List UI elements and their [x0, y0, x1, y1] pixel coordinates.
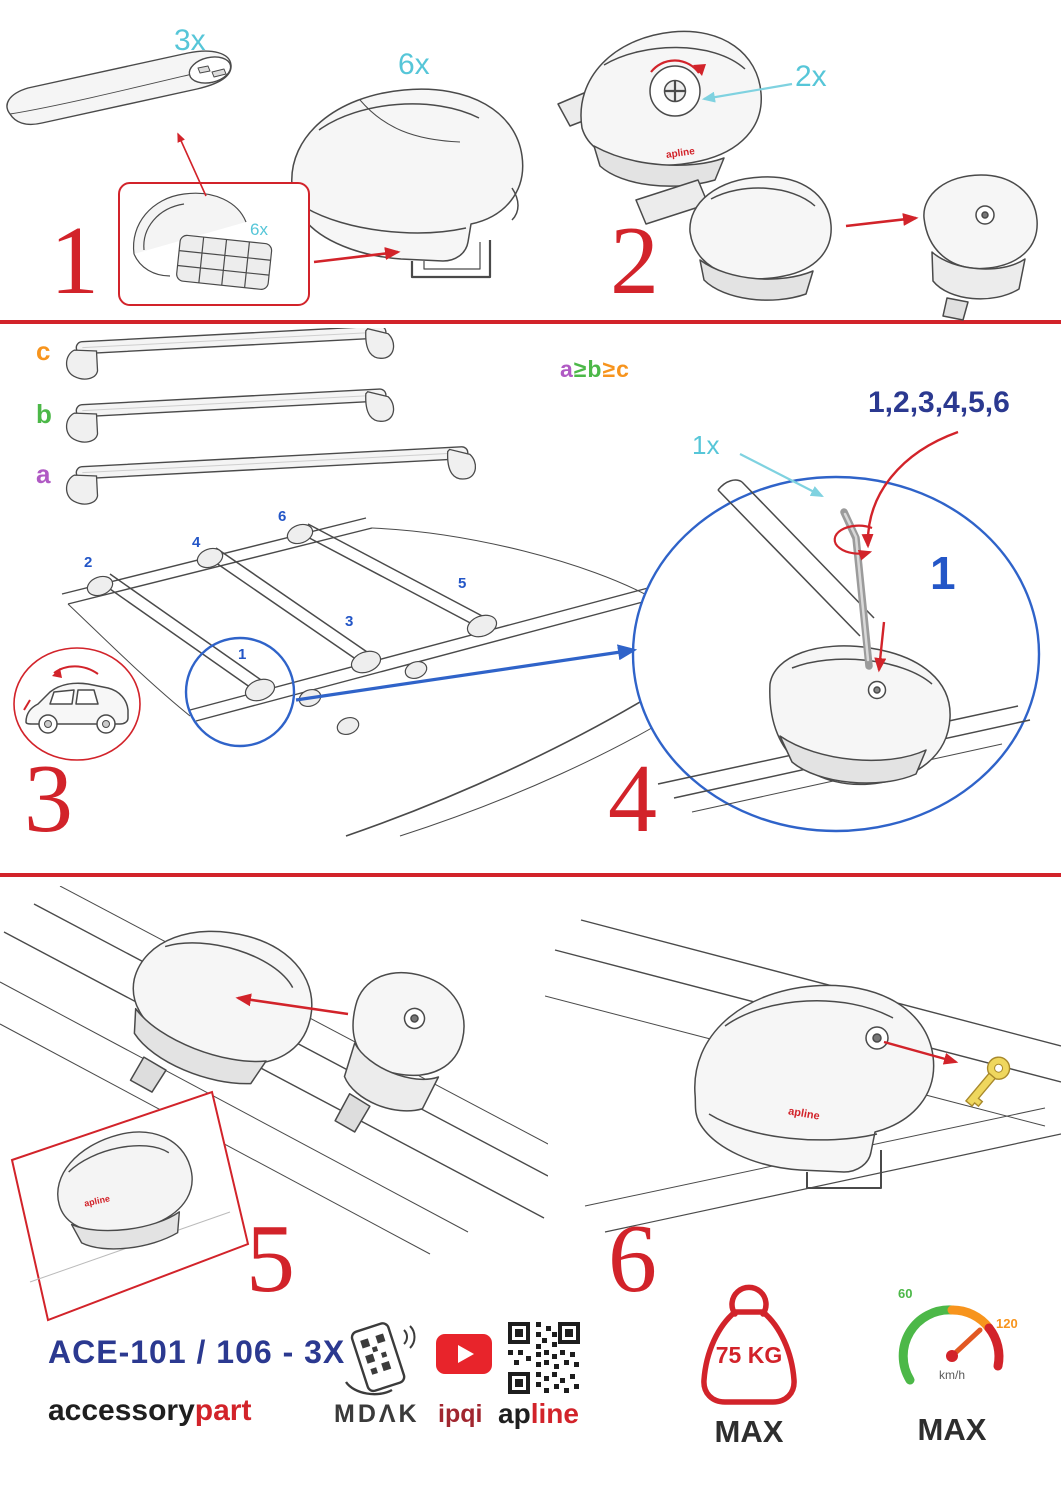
speed-low-label: 60: [898, 1286, 913, 1301]
apline-line-text: line: [530, 1398, 579, 1429]
foot-knob-illustration: [557, 30, 762, 187]
logo-accessory-text: accessory: [48, 1394, 195, 1427]
pad-detail-inset: [118, 182, 310, 306]
product-model-label: ACE-101 / 106 - 3X: [48, 1334, 346, 1370]
rule-ge1: ≥: [573, 356, 588, 382]
max-weight-icon: [701, 1284, 797, 1405]
accessorypart-logo: accessorypart: [48, 1394, 251, 1428]
rule-c: c: [616, 356, 630, 382]
foot-quantity-label: 6x: [398, 48, 430, 81]
car-direction-illustration: [13, 647, 141, 761]
phone-scan-icon: [345, 1322, 416, 1396]
speed-max-label: MAX: [917, 1412, 987, 1447]
first-position-callout: 1: [930, 547, 956, 599]
position-label-3: 3: [345, 613, 354, 630]
speedometer-icon: [898, 1305, 1004, 1385]
bar-size-label-b: b: [36, 399, 52, 429]
position-label-4: 4: [192, 534, 201, 551]
tightening-zoom-illustration: [631, 475, 1041, 833]
apline-logo: apline: [498, 1398, 579, 1430]
tool-quantity-label: 1x: [692, 430, 720, 460]
apline-ap-text: ap: [498, 1398, 531, 1429]
arm-insertion-illustration: [0, 886, 548, 1255]
step-2-number: 2: [610, 207, 659, 315]
key-icon: [964, 1056, 1011, 1108]
speed-high-label: 120: [996, 1316, 1018, 1331]
rule-ge2: ≥: [602, 356, 617, 382]
step-5-number: 5: [246, 1205, 295, 1313]
mdak-logo-text: MDΛK: [334, 1400, 420, 1428]
foot-endcap-illustration: [635, 174, 1038, 321]
step-4-number: 4: [608, 745, 657, 853]
max-load-value: 75 KG: [715, 1342, 783, 1368]
section-divider-top: [0, 320, 1061, 324]
bar-size-label-c: c: [36, 336, 51, 366]
crossbar-sizes-illustration: [65, 328, 477, 505]
mounted-foot-inset: [10, 1090, 250, 1322]
rubber-pad-illustration: [132, 192, 273, 290]
rule-a: a: [560, 356, 574, 382]
foot-assembly-illustration: [291, 88, 524, 279]
knob-quantity-label: 2x: [795, 60, 827, 93]
position-1-highlight-circle: [184, 636, 296, 748]
rule-b: b: [587, 356, 603, 382]
step-6-number: 6: [608, 1205, 657, 1313]
pad-quantity-label: 6x: [250, 220, 268, 239]
bar-quantity-label: 3x: [174, 24, 206, 57]
position-label-1: 1: [238, 646, 247, 663]
section-divider-bottom: [0, 873, 1061, 877]
qr-code-icon: [508, 1322, 580, 1394]
logo-part-text: part: [194, 1394, 252, 1427]
speed-unit-label: km/h: [938, 1368, 965, 1382]
ipqi-logo-text: ipqi: [438, 1400, 483, 1428]
crossbar-profile-illustration: [6, 50, 232, 126]
bar-size-label-a: a: [36, 459, 51, 489]
youtube-icon: [436, 1334, 492, 1374]
step-3-number: 3: [24, 745, 73, 853]
position-label-6: 6: [278, 508, 287, 525]
position-label-5: 5: [458, 575, 467, 592]
tightening-sequence-label: 1,2,3,4,5,6: [868, 386, 1010, 419]
position-label-2: 2: [84, 554, 93, 571]
step-1-number: 1: [50, 207, 99, 315]
lock-key-illustration: [545, 919, 1061, 1233]
size-rule-label: a≥b≥c: [560, 356, 630, 383]
max-load-label: MAX: [714, 1414, 784, 1449]
